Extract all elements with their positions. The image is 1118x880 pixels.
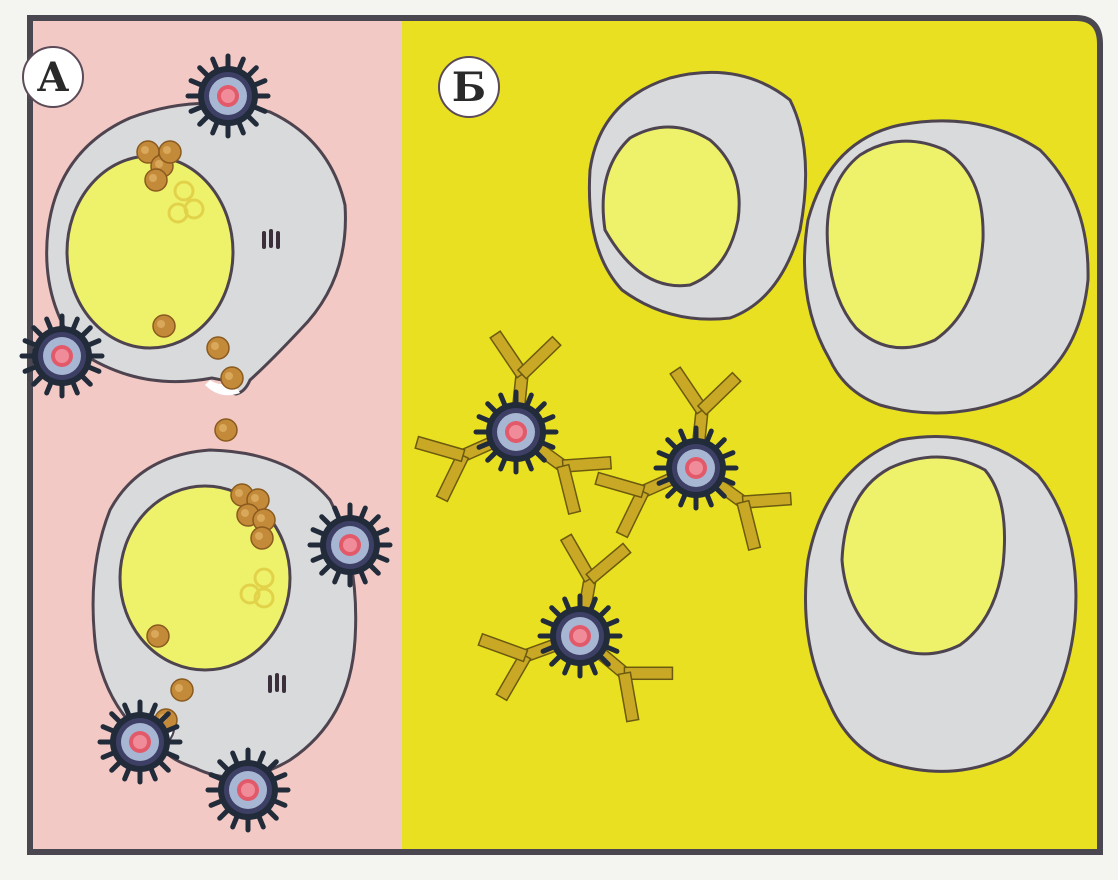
viral-particle-icon bbox=[153, 315, 175, 337]
immune-cell bbox=[806, 437, 1076, 772]
immune-cell bbox=[804, 121, 1088, 413]
virus-icon bbox=[540, 596, 620, 676]
immune-cell bbox=[589, 72, 805, 319]
viral-particle-icon bbox=[145, 169, 167, 191]
panel-label-b: Б bbox=[438, 56, 500, 118]
viral-particle-icon bbox=[251, 527, 273, 549]
panel-label-a: А bbox=[22, 46, 84, 108]
virus-icon bbox=[208, 750, 288, 830]
virus-icon bbox=[310, 505, 390, 585]
viral-particle-icon bbox=[221, 367, 243, 389]
virus-icon bbox=[656, 428, 736, 508]
viral-particle-icon bbox=[215, 419, 237, 441]
viral-particle-icon bbox=[171, 679, 193, 701]
viral-particle-icon bbox=[159, 141, 181, 163]
virus-icon bbox=[188, 56, 268, 136]
virus-icon bbox=[100, 702, 180, 782]
virus-icon bbox=[22, 316, 102, 396]
virus-icon bbox=[476, 392, 556, 472]
viral-particle-icon bbox=[207, 337, 229, 359]
viral-particle-icon bbox=[147, 625, 169, 647]
